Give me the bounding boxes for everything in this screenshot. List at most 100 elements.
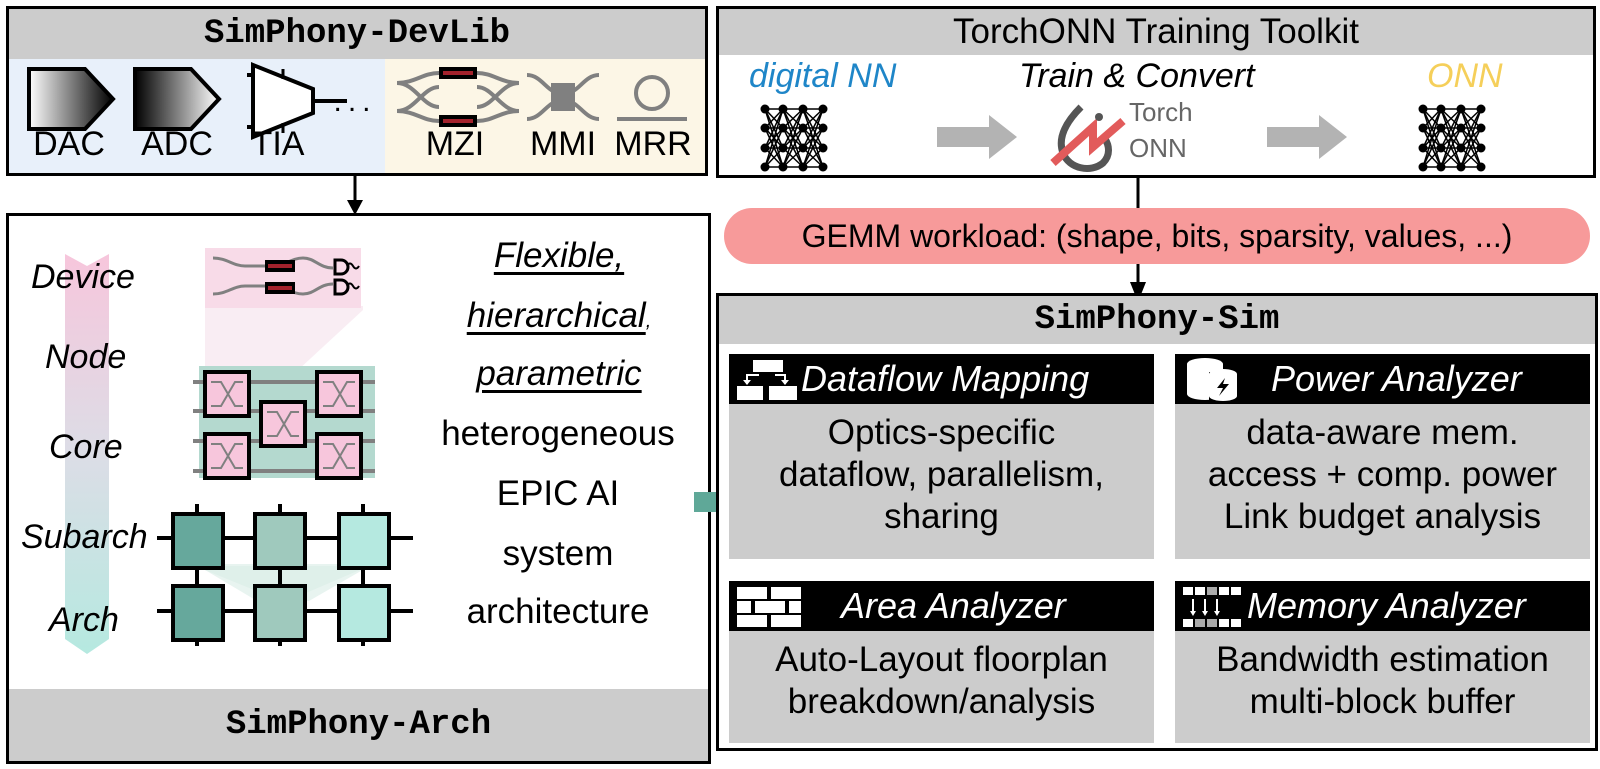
- power-analyzer-body: data-aware mem. access + comp. power Lin…: [1175, 404, 1590, 559]
- nn-edge: [1460, 108, 1482, 149]
- nn-neuron: [1456, 143, 1466, 153]
- mmi-label: MMI: [529, 125, 597, 163]
- arch-title: SimPhony-Arch: [9, 689, 708, 761]
- nn-edge: [802, 108, 824, 129]
- nn-neuron: [1456, 123, 1466, 133]
- nn-neuron: [778, 162, 788, 172]
- nn-edge: [1422, 108, 1442, 168]
- mrr-label: MRR: [614, 125, 692, 163]
- nn-edge: [802, 147, 824, 168]
- tia-label: TIA: [251, 125, 305, 163]
- arch-desc-heterogeneous: heterogeneous: [441, 414, 675, 453]
- hierarchical-comma: ,: [645, 310, 652, 332]
- devlib-box: SimPhony-DevLib DAC ADC TIA ... MZI: [6, 6, 708, 176]
- nn-edge: [764, 108, 784, 149]
- nn-neuron: [798, 162, 808, 172]
- memory-analyzer-body: Bandwidth estimation multi-block buffer: [1175, 631, 1590, 743]
- nn-edge: [1440, 147, 1462, 168]
- nn-neuron: [760, 123, 770, 133]
- memory-line-2: multi-block buffer: [1249, 682, 1516, 721]
- nn-edge: [802, 108, 824, 149]
- nn-neuron: [818, 162, 828, 172]
- dataflow-mapping-title: Dataflow Mapping: [801, 358, 1090, 399]
- convert-arrow-1: [937, 115, 1017, 159]
- nn-neuron: [760, 162, 770, 172]
- device-mzi-with-detectors: [205, 248, 361, 308]
- nn-neuron: [778, 143, 788, 153]
- convert-arrow-2: [1267, 115, 1347, 159]
- nn-neuron: [818, 104, 828, 114]
- hierarchy-arrow: [65, 254, 109, 654]
- mmi-icon: [526, 73, 600, 121]
- torchonn-title: TorchONN Training Toolkit: [719, 9, 1593, 55]
- nn-neuron: [1436, 123, 1446, 133]
- torchonn-box: TorchONN Training Toolkit digital NN Tra…: [716, 6, 1596, 178]
- nn-neuron: [1436, 162, 1446, 172]
- devlib-to-arch-arrow: [347, 174, 363, 215]
- mzi-icon: [396, 67, 520, 127]
- nn-neuron: [798, 123, 808, 133]
- onn-network-icon: [1418, 104, 1486, 172]
- nn-edge: [802, 127, 824, 168]
- sim-box: SimPhony-Sim Dataflow Mapping Optics-spe…: [716, 293, 1598, 751]
- arch-desc-epic-ai: EPIC AI: [496, 474, 620, 513]
- digital-nn-label: digital NN: [749, 57, 897, 95]
- hierarchical-text: hierarchical: [466, 296, 646, 335]
- adc-icon: [133, 67, 222, 131]
- power-line-2: access + comp. power: [1207, 455, 1558, 494]
- power-analyzer-title: Power Analyzer: [1271, 358, 1522, 399]
- nn-edge: [802, 108, 824, 168]
- nn-neuron: [1476, 104, 1486, 114]
- onn-label: ONN: [1427, 57, 1503, 95]
- power-line-3: Link budget analysis: [1223, 497, 1542, 536]
- arch-desc-hierarchical: hierarchical,: [419, 296, 699, 336]
- nn-neuron: [1436, 143, 1446, 153]
- mzi-label: MZI: [425, 125, 485, 163]
- torchonn-logo-icon: [1050, 104, 1126, 172]
- memory-analyzer-header: Memory Analyzer: [1175, 581, 1590, 631]
- arch-desc-parametric: parametric: [419, 354, 699, 394]
- nn-edge: [782, 147, 804, 168]
- memory-analyzer-title: Memory Analyzer: [1247, 585, 1526, 626]
- level-arch: Arch: [49, 601, 119, 639]
- area-line-1: Auto-Layout floorplan: [775, 640, 1108, 679]
- power-line-1: data-aware mem.: [1246, 413, 1519, 452]
- dataflow-line-3: sharing: [884, 497, 999, 536]
- nn-edge: [1440, 108, 1462, 149]
- arch-box: Device Node Core Subarch Arch: [6, 213, 711, 764]
- mrr-icon: [617, 75, 687, 121]
- nn-edge: [1440, 127, 1462, 168]
- nn-edge: [782, 108, 804, 168]
- nn-neuron: [760, 143, 770, 153]
- gemm-workload-pill: GEMM workload: (shape, bits, sparsity, v…: [724, 208, 1590, 264]
- nn-neuron: [818, 143, 828, 153]
- arch-desc-system: system: [502, 534, 614, 573]
- area-analyzer-title: Area Analyzer: [841, 585, 1066, 626]
- torchonn-logo-text-onn: ONN: [1129, 133, 1187, 163]
- train-convert-label: Train & Convert: [1019, 57, 1255, 95]
- nn-edge: [1460, 147, 1482, 168]
- nn-neuron: [760, 104, 770, 114]
- level-core: Core: [49, 428, 123, 466]
- nn-neuron: [1476, 123, 1486, 133]
- nn-edge: [1460, 127, 1482, 168]
- flexible-text: Flexible,: [493, 236, 625, 275]
- nn-neuron: [798, 104, 808, 114]
- hierarchy-illustration: [157, 248, 413, 646]
- nn-neuron: [1418, 104, 1428, 114]
- nn-edge: [1460, 108, 1482, 168]
- nn-neuron: [1476, 143, 1486, 153]
- level-device: Device: [31, 258, 135, 296]
- digital-nn-icon: [760, 104, 828, 172]
- core-mzi-mesh: [193, 366, 375, 480]
- nn-edge: [1422, 108, 1442, 149]
- nn-neuron: [1418, 143, 1428, 153]
- dataflow-mapping-header: Dataflow Mapping: [729, 354, 1154, 404]
- nn-edge: [1460, 108, 1482, 129]
- parametric-text: parametric: [476, 354, 642, 393]
- brick-layout-icon: [737, 587, 801, 627]
- nn-neuron: [1418, 123, 1428, 133]
- area-analyzer-body: Auto-Layout floorplan breakdown/analysis: [729, 631, 1154, 743]
- nn-edge: [782, 108, 804, 129]
- nn-edge: [764, 108, 784, 168]
